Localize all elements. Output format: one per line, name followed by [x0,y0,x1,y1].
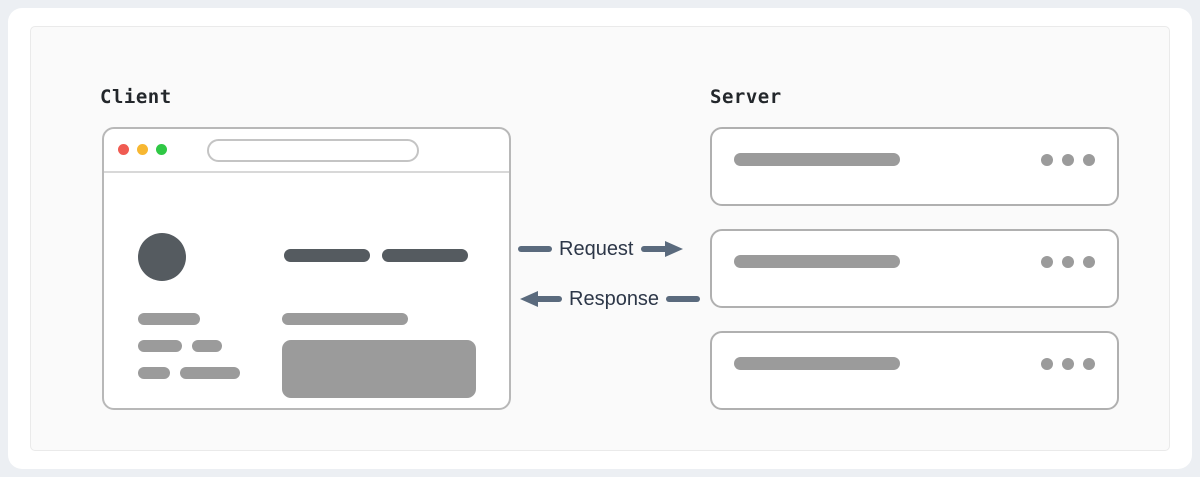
server-rack[interactable] [710,331,1119,410]
content-text-bar-2 [138,340,182,352]
avatar [138,233,186,281]
request-line-segment [518,246,552,252]
client-browser-window[interactable] [102,127,511,410]
page-card: Client [8,8,1192,469]
url-bar-input[interactable] [207,139,419,162]
status-dot-icon [1062,154,1074,166]
server-rack[interactable] [710,229,1119,308]
server-rack-label-bar [734,153,900,166]
response-label: Response [569,288,660,310]
server-rack-label-bar [734,357,900,370]
server-rack-label-bar [734,255,900,268]
arrow-left-icon [520,291,562,307]
server-title: Server [710,86,782,108]
content-text-bar-4 [138,367,170,379]
content-text-bar-5 [180,367,240,379]
minimize-dot-icon[interactable] [137,144,148,155]
response-line-segment [666,296,701,302]
client-title: Client [100,86,172,108]
request-label: Request [559,238,634,260]
status-dot-icon [1083,154,1095,166]
maximize-dot-icon[interactable] [156,144,167,155]
server-rack-status-dots [1041,256,1095,268]
status-dot-icon [1062,256,1074,268]
server-rack-status-dots [1041,358,1095,370]
server-rack[interactable] [710,127,1119,206]
content-text-bar-1 [138,313,200,325]
content-heading-bar-2 [382,249,468,262]
status-dot-icon [1041,358,1053,370]
content-image-block [282,340,476,398]
close-dot-icon[interactable] [118,144,129,155]
browser-content-area [104,173,509,408]
status-dot-icon [1062,358,1074,370]
arrow-right-icon [640,241,683,257]
content-heading-bar-1 [284,249,370,262]
server-rack-status-dots [1041,154,1095,166]
status-dot-icon [1041,154,1053,166]
status-dot-icon [1083,358,1095,370]
content-text-bar-3 [192,340,222,352]
flow-request: Request [518,234,685,264]
traffic-light-dots [118,144,167,155]
content-text-bar-6 [282,313,408,325]
browser-chrome [104,129,509,173]
flow-response: Response [518,284,701,314]
status-dot-icon [1041,256,1053,268]
diagram-panel: Client [30,26,1170,451]
status-dot-icon [1083,256,1095,268]
